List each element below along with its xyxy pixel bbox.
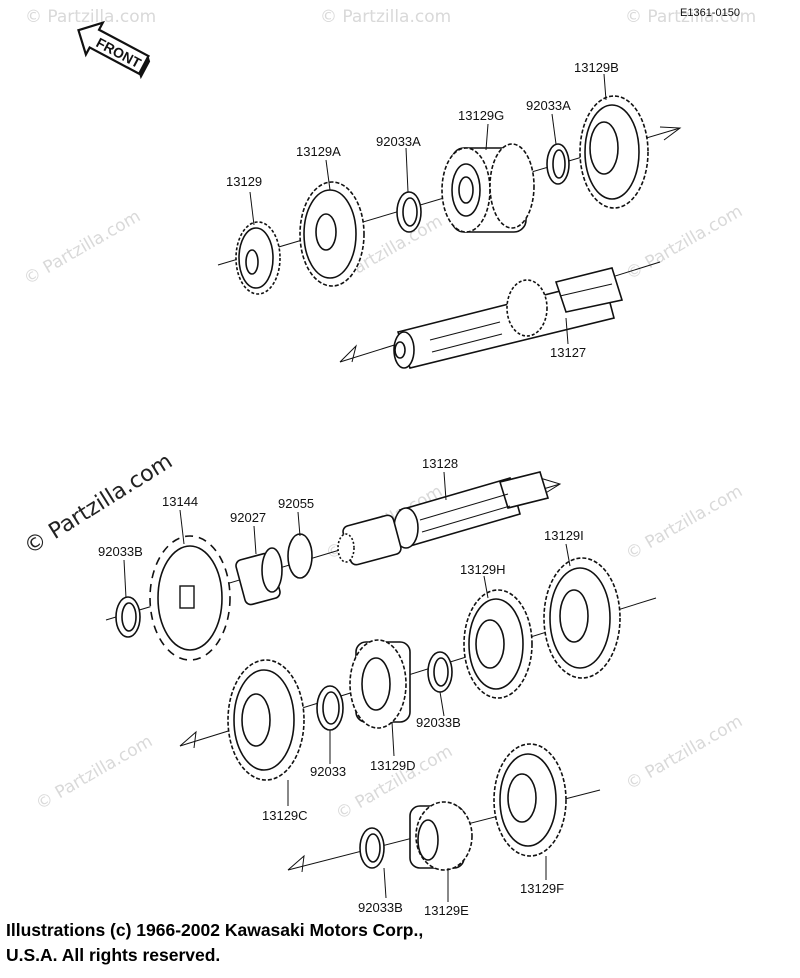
gear-13129D bbox=[349, 639, 411, 729]
gear-13129F bbox=[493, 743, 567, 857]
label-13129A: 13129A bbox=[296, 144, 341, 159]
label-13129I: 13129I bbox=[544, 528, 584, 543]
circlip-92033A bbox=[396, 191, 422, 233]
gear-13129G bbox=[441, 143, 535, 233]
gear-13129B bbox=[579, 95, 649, 209]
circlip-92033B-3 bbox=[359, 827, 385, 869]
label-13129D: 13129D bbox=[370, 758, 416, 773]
gear-13129A bbox=[299, 181, 365, 287]
label-92033B-3: 92033B bbox=[358, 900, 403, 915]
label-92033A-2: 92033A bbox=[526, 98, 571, 113]
lower-gear-group: 13128 13144 92027 92055 92033B 13129I 13… bbox=[98, 456, 657, 918]
watermark: © Partzilla.com bbox=[320, 7, 451, 27]
label-13129B: 13129B bbox=[574, 60, 619, 75]
label-13128: 13128 bbox=[422, 456, 458, 471]
watermark: © Partzilla.com bbox=[21, 206, 145, 289]
watermark: © Partzilla.com bbox=[625, 7, 756, 27]
label-13129F: 13129F bbox=[520, 881, 564, 896]
shaft-13128 bbox=[337, 471, 550, 566]
upper-gear-group: 13129 13129A 92033A 13129G 92033A 13129B… bbox=[217, 60, 682, 369]
label-92033B: 92033B bbox=[98, 544, 143, 559]
watermark: © Partzilla.com bbox=[623, 201, 747, 284]
label-13127: 13127 bbox=[550, 345, 586, 360]
label-92027: 92027 bbox=[230, 510, 266, 525]
circlip-92033 bbox=[316, 685, 344, 731]
watermark: © Partzilla.com bbox=[33, 731, 157, 814]
label-13129H: 13129H bbox=[460, 562, 506, 577]
shaft-13127 bbox=[339, 261, 661, 369]
circlip-92033B bbox=[115, 596, 141, 638]
label-92033: 92033 bbox=[310, 764, 346, 779]
circlip-92033A-2 bbox=[546, 143, 570, 185]
label-13129: 13129 bbox=[226, 174, 262, 189]
diagram-code: E1361-0150 bbox=[680, 7, 740, 19]
collar-92027 bbox=[235, 547, 283, 606]
label-13129G: 13129G bbox=[458, 108, 504, 123]
watermark: © Partzilla.com bbox=[623, 711, 747, 794]
label-13129C: 13129C bbox=[262, 808, 308, 823]
gear-13129C bbox=[227, 659, 305, 781]
sprocket-13144 bbox=[149, 535, 231, 661]
oring-92055 bbox=[287, 533, 313, 579]
label-13144: 13144 bbox=[162, 494, 198, 509]
gear-13129E bbox=[409, 801, 473, 871]
label-92033B-2: 92033B bbox=[416, 715, 461, 730]
gear-13129H bbox=[463, 589, 533, 699]
circlip-92033B-2 bbox=[427, 651, 453, 693]
copyright-notice: Illustrations (c) 1966-2002 Kawasaki Mot… bbox=[6, 920, 424, 965]
label-13129E: 13129E bbox=[424, 903, 469, 918]
label-92033A: 92033A bbox=[376, 134, 421, 149]
label-92055: 92055 bbox=[278, 496, 314, 511]
watermark: © Partzilla.com bbox=[25, 7, 156, 27]
gear-13129 bbox=[235, 221, 281, 295]
watermark: © Partzilla.com bbox=[623, 481, 747, 564]
gear-13129I bbox=[543, 557, 621, 679]
